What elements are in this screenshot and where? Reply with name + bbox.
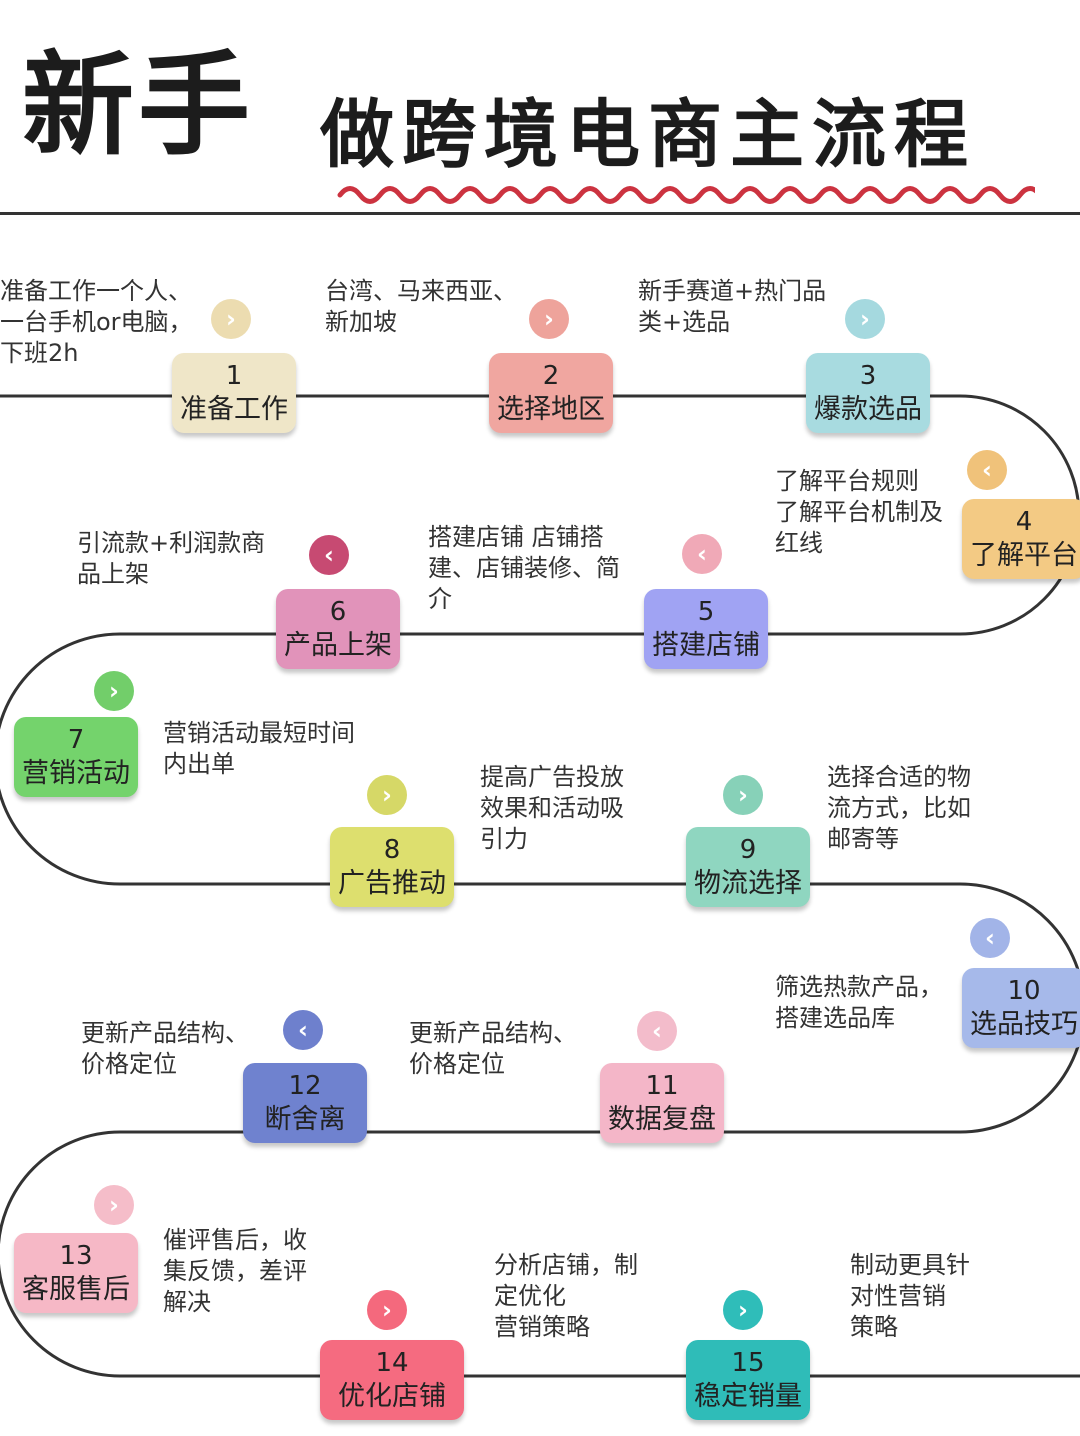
step-label: 物流选择 xyxy=(694,868,802,899)
chevron-left-icon: ‹ xyxy=(309,535,349,575)
chevron-left-icon: ‹ xyxy=(967,450,1007,490)
chevron-right-icon: › xyxy=(211,299,251,339)
chevron-left-icon: ‹ xyxy=(970,918,1010,958)
step-note: 搭建店铺 店铺搭 建、店铺装修、简 介 xyxy=(428,523,620,613)
step-label: 断舍离 xyxy=(264,1104,346,1135)
step-label: 选择地区 xyxy=(497,394,605,425)
step-number: 3 xyxy=(859,361,877,391)
step-label: 了解平台 xyxy=(970,540,1078,571)
step-note: 更新产品结构、 价格定位 xyxy=(409,1019,577,1078)
step-note: 更新产品结构、 价格定位 xyxy=(81,1019,249,1078)
title-underline-wave xyxy=(337,186,1035,204)
step-note: 新手赛道+热门品 类+选品 xyxy=(638,277,827,336)
page-title: 新手 xyxy=(22,41,254,171)
step-number: 15 xyxy=(731,1348,765,1378)
step-number: 4 xyxy=(1015,507,1033,537)
step-label: 优化店铺 xyxy=(338,1381,446,1412)
step-label: 爆款选品 xyxy=(814,394,922,425)
page-subtitle: 做跨境电商主流程 xyxy=(320,92,976,178)
step-note: 分析店铺，制 定优化 营销策略 xyxy=(494,1251,638,1341)
step-note: 制动更具针 对性营销 策略 xyxy=(850,1251,970,1341)
chevron-left-icon: ‹ xyxy=(283,1010,323,1050)
step-label: 搭建店铺 xyxy=(652,630,760,661)
header-divider xyxy=(0,212,1080,215)
step-number: 1 xyxy=(225,361,243,391)
chevron-left-icon: ‹ xyxy=(682,534,722,574)
step-number: 10 xyxy=(1007,976,1041,1006)
step-number: 14 xyxy=(375,1348,409,1378)
chevron-right-icon: › xyxy=(367,775,407,815)
step-label: 客服售后 xyxy=(22,1274,130,1305)
step-number: 5 xyxy=(697,597,715,627)
step-label: 营销活动 xyxy=(22,758,130,789)
chevron-right-icon: › xyxy=(529,299,569,339)
step-label: 稳定销量 xyxy=(694,1381,802,1412)
step-label: 选品技巧 xyxy=(970,1009,1078,1040)
step-note: 了解平台规则 了解平台机制及 红线 xyxy=(775,467,943,557)
step-label: 产品上架 xyxy=(284,630,392,661)
step-note: 引流款+利润款商 品上架 xyxy=(77,529,266,588)
chevron-right-icon: › xyxy=(723,1290,763,1330)
step-number: 2 xyxy=(542,361,560,391)
chevron-left-icon: ‹ xyxy=(637,1011,677,1051)
step-number: 12 xyxy=(288,1071,322,1101)
step-number: 6 xyxy=(329,597,347,627)
step-note: 选择合适的物 流方式，比如 邮寄等 xyxy=(827,763,971,853)
step-note: 准备工作一个人、 一台手机or电脑， 下班2h xyxy=(0,277,193,367)
chevron-right-icon: › xyxy=(94,1185,134,1225)
step-number: 9 xyxy=(739,835,757,865)
chevron-right-icon: › xyxy=(845,299,885,339)
step-number: 11 xyxy=(645,1071,679,1101)
step-note: 营销活动最短时间 内出单 xyxy=(163,719,355,778)
step-number: 8 xyxy=(383,835,401,865)
step-note: 筛选热款产品， 搭建选品库 xyxy=(775,973,943,1032)
chevron-right-icon: › xyxy=(723,775,763,815)
step-label: 数据复盘 xyxy=(608,1104,716,1135)
step-number: 7 xyxy=(67,725,85,755)
step-note: 台湾、马来西亚、 新加坡 xyxy=(325,277,517,336)
step-note: 提高广告投放 效果和活动吸 引力 xyxy=(480,763,624,853)
chevron-right-icon: › xyxy=(94,671,134,711)
step-note: 催评售后，收 集反馈，差评 解决 xyxy=(163,1226,307,1316)
step-label: 广告推动 xyxy=(338,868,446,899)
chevron-right-icon: › xyxy=(367,1290,407,1330)
wave-line xyxy=(337,186,1035,204)
step-number: 13 xyxy=(59,1241,93,1271)
step-label: 准备工作 xyxy=(180,394,288,425)
